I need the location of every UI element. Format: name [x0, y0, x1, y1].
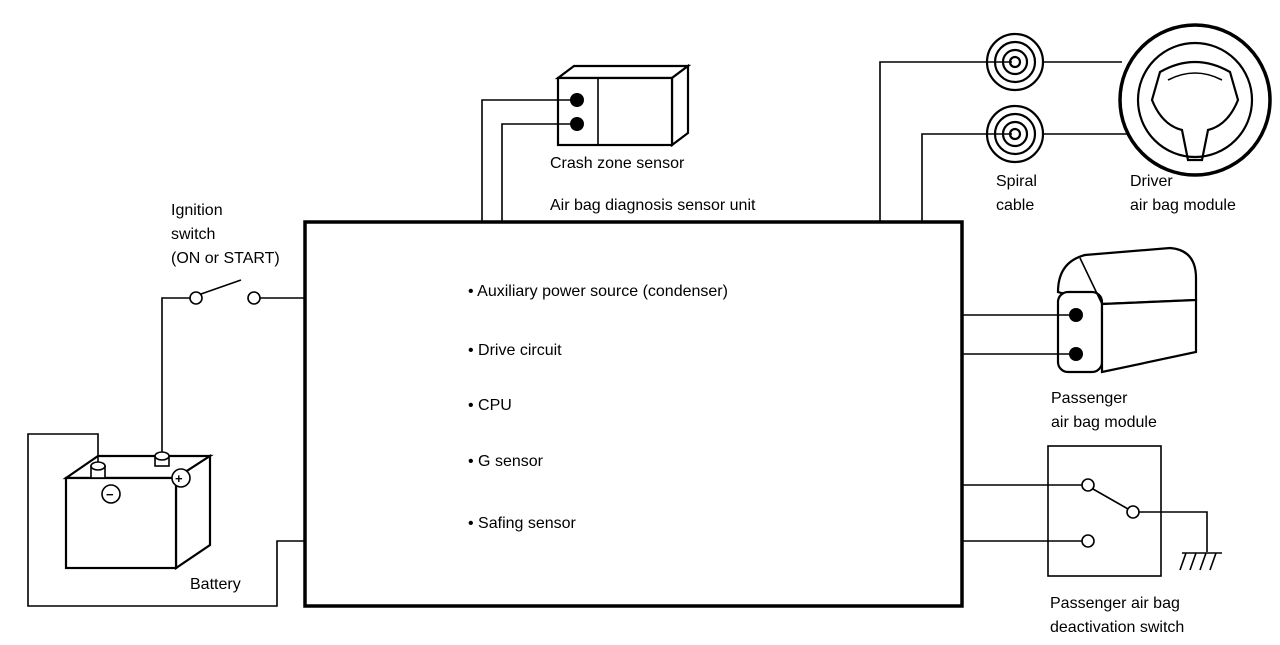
ignition-label-line1: Ignition	[171, 202, 223, 219]
battery-plus-mark: +	[175, 471, 183, 486]
spiral-cable-label-line2: cable	[996, 197, 1034, 214]
deactivation-switch-label-line2: deactivation switch	[1050, 619, 1184, 636]
unit-item-safing-sensor: • Safing sensor	[468, 515, 577, 532]
driver-airbag-module	[1118, 23, 1272, 177]
unit-item-cpu: • CPU	[468, 397, 512, 414]
crash-zone-sensor	[554, 63, 692, 148]
ignition-switch	[161, 279, 305, 452]
ground-icon	[1179, 552, 1222, 571]
battery	[62, 451, 214, 571]
driver-airbag-label-line2: air bag module	[1130, 197, 1236, 214]
driver-airbag-label-line1: Driver	[1130, 173, 1173, 190]
spiral-wire-upper	[879, 61, 1012, 222]
ignition-label-line3: (ON or START)	[171, 250, 280, 267]
passenger-airbag-label-line2: air bag module	[1051, 414, 1157, 431]
crash-sensor-wire-1	[481, 99, 570, 222]
spiral-cable-label-line1: Spiral	[996, 173, 1037, 190]
battery-ground-wire	[27, 433, 305, 607]
battery-label: Battery	[190, 576, 241, 593]
spiral-wire-lower	[921, 133, 1012, 222]
unit-item-drive-circuit: • Drive circuit	[468, 342, 562, 359]
crash-sensor-wire-2	[501, 123, 570, 222]
deactivation-switch-label-line1: Passenger air bag	[1050, 595, 1180, 612]
passenger-airbag-label-line1: Passenger	[1051, 390, 1128, 407]
deactivation-switch-box	[1047, 445, 1162, 577]
battery-minus-mark: −	[106, 487, 114, 502]
unit-item-aux-power: • Auxiliary power source (condenser)	[468, 283, 728, 300]
diagnosis-unit-box	[303, 220, 964, 608]
crash-zone-sensor-label: Crash zone sensor	[550, 155, 685, 172]
unit-item-g-sensor: • G sensor	[468, 453, 544, 470]
deactivation-switch	[1081, 478, 1208, 552]
passenger-airbag-module	[1056, 246, 1198, 374]
diagnosis-unit-label: Air bag diagnosis sensor unit	[550, 197, 756, 214]
ignition-label-line2: switch	[171, 226, 215, 243]
